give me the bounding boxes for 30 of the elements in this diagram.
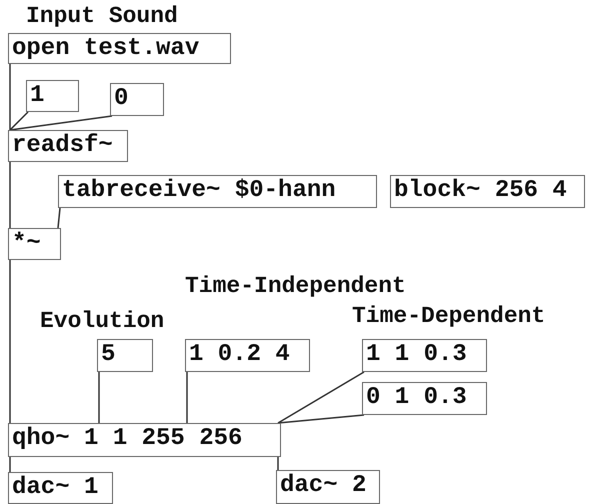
patch-cord xyxy=(98,372,100,423)
patch-cord xyxy=(278,414,364,424)
patch-cord xyxy=(9,64,11,130)
object-box: dac~ 2 xyxy=(276,470,380,504)
patch-cord xyxy=(10,115,112,131)
object-box: qho~ 1 1 255 256 xyxy=(8,423,281,457)
patch-cord xyxy=(278,371,364,424)
object-box: 0 xyxy=(110,83,164,116)
comment-text: Time-Independent xyxy=(185,273,406,299)
object-box: 1 1 0.3 xyxy=(362,339,487,372)
object-box: open test.wav xyxy=(8,33,231,64)
patch-cord xyxy=(186,372,188,423)
object-box: 0 1 0.3 xyxy=(362,382,487,415)
object-box: block~ 256 4 xyxy=(390,175,585,208)
comment-text: Evolution xyxy=(40,308,164,334)
comment-text: Input Sound xyxy=(26,3,178,29)
patch-cord xyxy=(9,457,11,472)
patch-cord xyxy=(277,457,279,470)
object-box: 1 0.2 4 xyxy=(185,339,310,372)
object-box: 5 xyxy=(97,339,153,372)
patch-cord xyxy=(9,111,29,131)
object-box: 1 xyxy=(26,80,79,112)
patch-cord xyxy=(9,260,11,423)
object-box: dac~ 1 xyxy=(8,472,113,504)
object-box: *~ xyxy=(8,228,61,260)
object-box: readsf~ xyxy=(8,130,128,162)
object-box: tabreceive~ $0-hann xyxy=(58,175,377,208)
patch-cord xyxy=(9,162,11,228)
comment-text: Time-Dependent xyxy=(352,303,546,329)
patch-cord xyxy=(57,208,61,228)
